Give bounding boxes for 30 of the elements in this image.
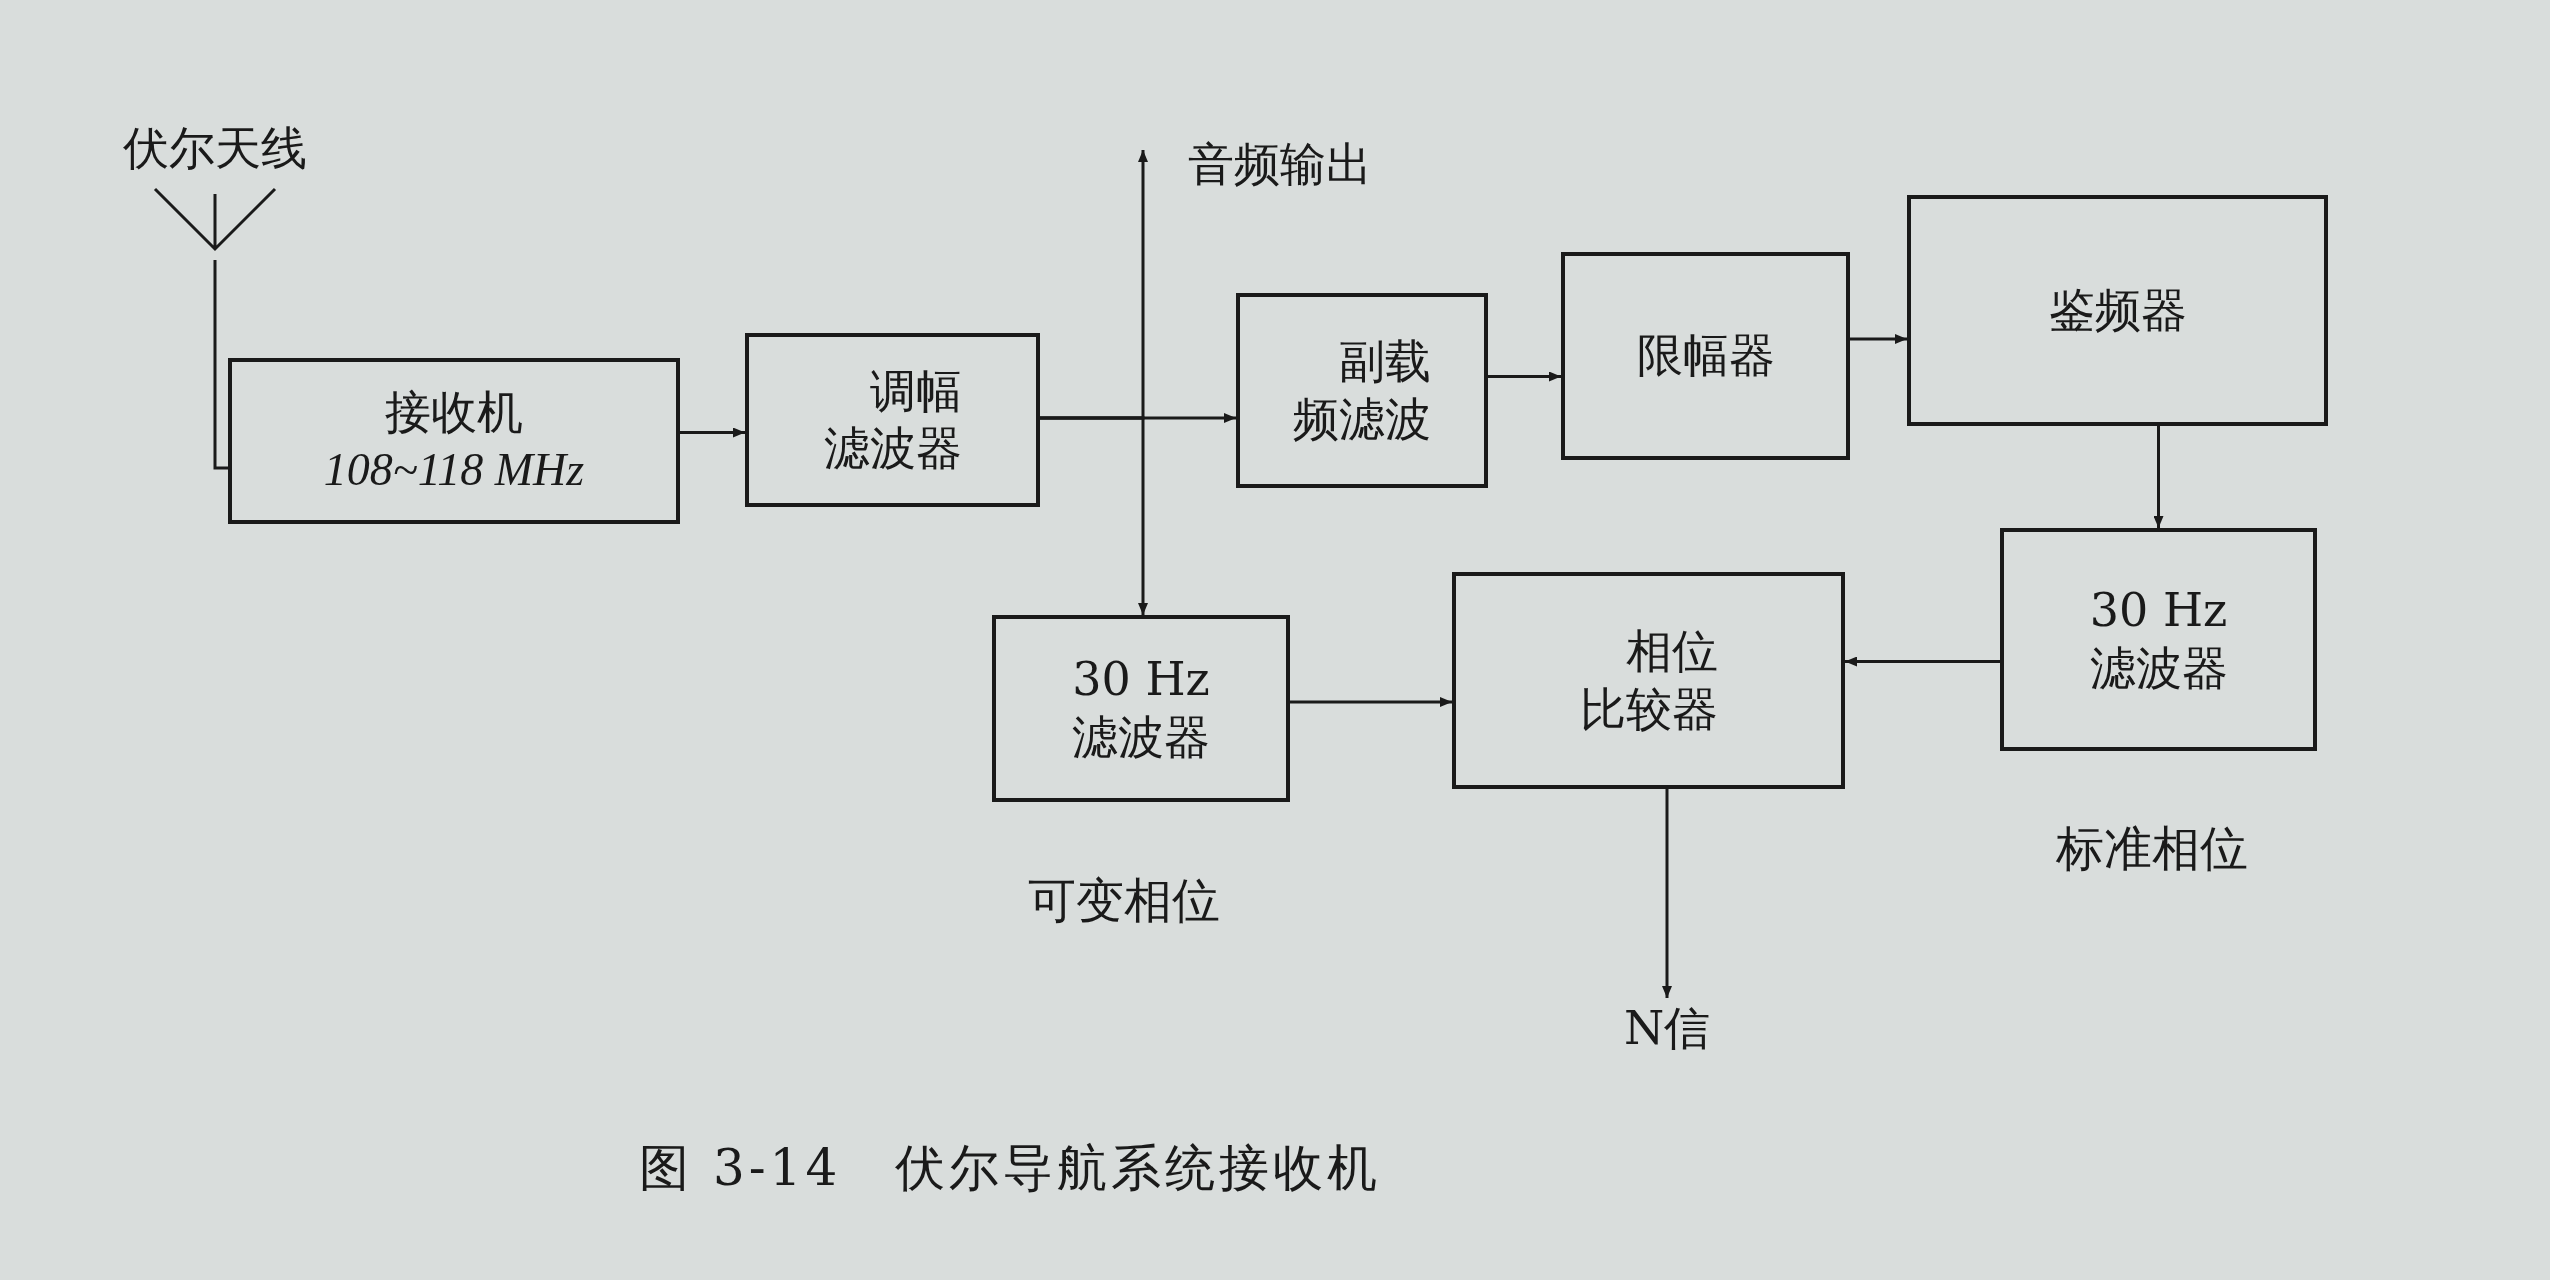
block-label: 限幅器	[1636, 327, 1775, 385]
connector-line	[213, 260, 228, 470]
arrow	[1662, 789, 1672, 998]
arrow	[1850, 334, 1907, 344]
block-label: 调幅滤波器	[823, 362, 962, 477]
block-label: 30 Hz 滤波器	[1071, 651, 1211, 766]
block-label: 相位比较器	[1579, 623, 1718, 738]
arrow	[1040, 416, 1148, 615]
block-label: 接收机	[385, 383, 523, 441]
block-label: 30 Hz 滤波器	[2088, 582, 2229, 697]
block-label: 副载频滤波	[1293, 333, 1431, 448]
signal-label: N信	[1623, 1000, 1711, 1058]
arrow	[1290, 697, 1452, 707]
process-box	[228, 358, 680, 524]
antenna-label: 伏尔天线	[123, 120, 307, 177]
block-label: 鉴频器	[2048, 281, 2187, 339]
process-box	[1452, 572, 1845, 789]
arrow	[680, 427, 745, 438]
phase-label: 可变相位	[1028, 871, 1220, 930]
phase-label: 标准相位	[2056, 819, 2248, 878]
signal-label: 音频输出	[1188, 136, 1372, 194]
process-box	[745, 333, 1040, 507]
arrow	[2153, 426, 2164, 528]
arrow	[1488, 371, 1561, 382]
figure-caption: 图 3-14 伏尔导航系统接收机	[639, 1138, 1382, 1199]
arrow	[1845, 656, 2000, 667]
process-box	[1236, 293, 1488, 488]
process-box	[1907, 195, 2328, 426]
process-box	[1561, 252, 1850, 460]
block-label: 108~118 MHz	[323, 443, 585, 497]
